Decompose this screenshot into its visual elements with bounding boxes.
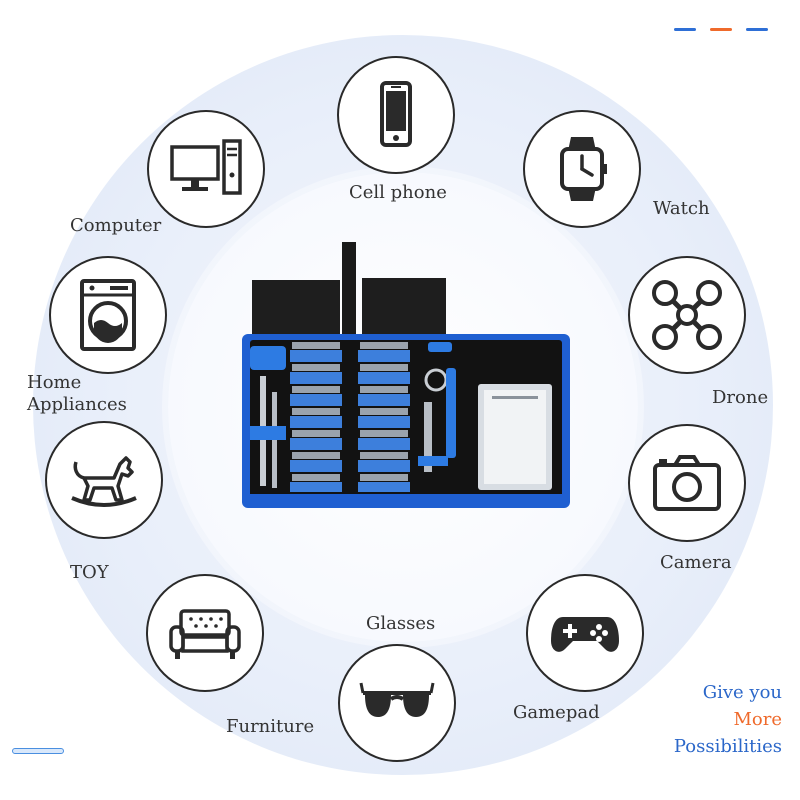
dash-3 <box>746 28 768 31</box>
watch-label: Watch <box>653 198 710 219</box>
cell-phone-circle <box>337 56 455 174</box>
gamepad-label: Gamepad <box>513 702 600 723</box>
tagline: Give you More Possibilities <box>674 679 782 760</box>
sofa-icon <box>169 609 241 659</box>
home-appliances-circle <box>49 256 167 374</box>
glasses-circle <box>338 644 456 762</box>
home-appliances-label-line2: Appliances <box>27 394 127 415</box>
tagline-line1: Give you <box>702 682 782 703</box>
camera-icon <box>653 455 721 511</box>
phone-icon <box>380 81 412 147</box>
computer-icon <box>170 139 242 195</box>
camera-circle <box>628 424 746 542</box>
sunglasses-icon <box>359 682 435 717</box>
repair-kit-image <box>242 242 570 508</box>
watch-circle <box>523 110 641 228</box>
tagline-line3: Possibilities <box>673 736 782 757</box>
dash-1 <box>674 28 696 31</box>
tagline-line2: More <box>733 709 782 730</box>
bottom-bar <box>12 748 64 754</box>
furniture-label: Furniture <box>226 716 315 737</box>
drone-label: Drone <box>712 387 769 408</box>
watch-icon <box>560 137 607 201</box>
toy-circle <box>45 421 163 539</box>
gamepad-circle <box>526 574 644 692</box>
furniture-circle <box>146 574 264 692</box>
computer-circle <box>147 110 265 228</box>
camera-label: Camera <box>660 552 732 573</box>
drone-icon <box>652 280 722 350</box>
computer-label: Computer <box>70 215 162 236</box>
gamepad-icon <box>551 617 619 652</box>
toy-label: TOY <box>70 562 109 583</box>
dash-2 <box>710 28 732 31</box>
home-appliances-label-line1: Home <box>27 372 82 393</box>
cell-phone-label: Cell phone <box>349 182 447 203</box>
drone-circle <box>628 256 746 374</box>
washing-machine-icon <box>80 279 136 351</box>
glasses-label: Glasses <box>366 613 436 634</box>
rocking-horse-icon <box>71 456 137 507</box>
